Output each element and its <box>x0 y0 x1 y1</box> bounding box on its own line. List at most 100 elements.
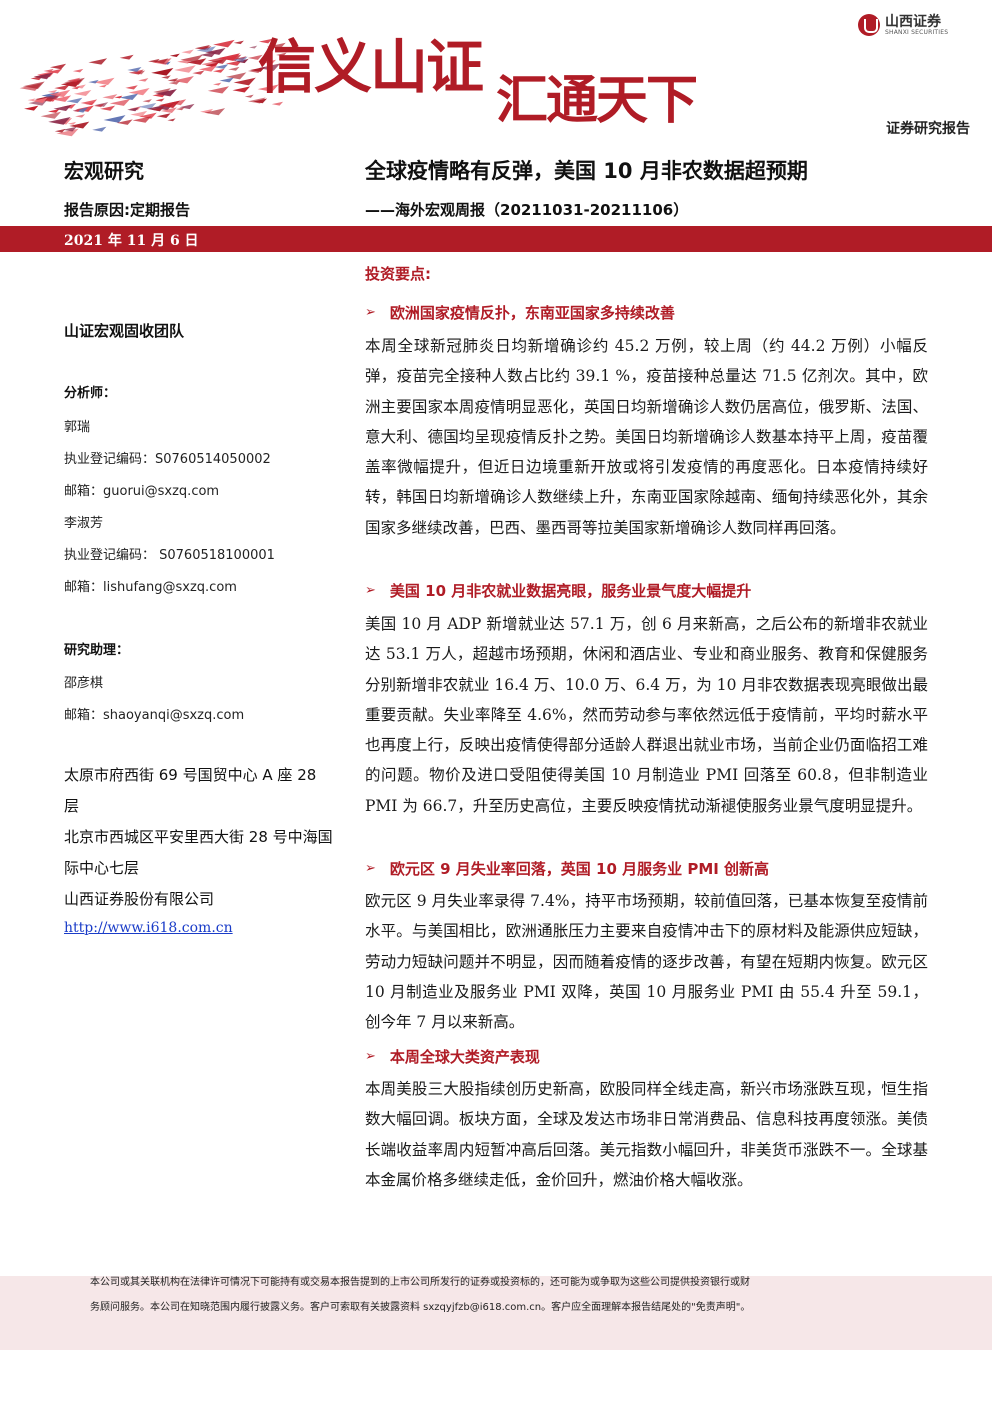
report-reason: 报告原因:定期报告 <box>64 201 190 219</box>
banner-arrow-shape <box>204 108 226 116</box>
banner-arrow-shape <box>160 107 177 113</box>
date-bar <box>0 226 992 252</box>
banner-arrow-shape <box>67 121 77 125</box>
banner-arrow-shape <box>155 89 177 97</box>
banner-arrow-shape <box>109 98 131 106</box>
banner-arrow-shape <box>72 68 84 73</box>
banner-arrow-shape <box>49 89 71 98</box>
disclaimer-line: 务顾问服务。本公司在知晓范围内履行披露义务。客户可索取有关披露资料 sxzqyj… <box>90 1302 751 1313</box>
banner-arrow-shape <box>232 56 248 62</box>
banner-arrow-shape <box>114 95 123 99</box>
banner-arrow-shape <box>119 54 134 60</box>
banner-arrow-shape <box>103 115 126 123</box>
section-heading-text: 本周全球大类资产表现 <box>389 1048 540 1066</box>
banner-arrow-shape <box>138 102 157 110</box>
banner-arrow-shape <box>40 111 62 119</box>
banner-arrow-shape <box>100 105 116 111</box>
banner-arrow-shape <box>174 65 196 73</box>
banner-arrow-shape <box>85 101 95 106</box>
banner-arrow-shape <box>125 85 138 90</box>
banner-arrow-shape <box>50 63 67 70</box>
section-heading: ➢ 美国 10 月非农就业数据亮眼，服务业景气度大幅提升 <box>365 580 751 601</box>
banner-arrow-shape <box>249 45 258 49</box>
banner-arrow-shape <box>211 58 228 64</box>
banner-arrow-shape <box>127 66 142 72</box>
banner-arrow-shape <box>247 67 264 73</box>
banner-arrow-shape <box>167 118 176 122</box>
logo-name-cn: 山西证券 <box>885 13 941 30</box>
banner-arrow-shape <box>72 109 81 112</box>
banner-arrow-shape <box>130 110 148 117</box>
section-body: 本周全球新冠肺炎日均新增确诊约 45.2 万例，较上周（约 44.2 万例）小幅… <box>365 337 928 537</box>
banner-arrow-shape <box>192 70 205 75</box>
report-title: 全球疫情略有反弹，美国 10 月非农数据超预期 <box>365 159 808 183</box>
banner-arrow-shape <box>233 77 256 86</box>
section-heading-text: 欧元区 9 月失业率回落，英国 10 月服务业 PMI 创新高 <box>389 860 770 878</box>
banner-arrow-shape <box>31 97 48 104</box>
analyst-registration: 执业登记编码：S0760514050002 <box>64 452 271 467</box>
assistant-label: 研究助理： <box>64 643 130 658</box>
banner-arrow-shape <box>257 84 279 92</box>
banner-arrow-shape <box>151 107 164 112</box>
banner-arrow-shape <box>62 126 77 132</box>
banner-arrow-shape <box>263 59 276 65</box>
banner-arrow-shape <box>33 72 53 80</box>
banner-arrow-shape <box>48 108 60 113</box>
banner-arrow-shape <box>175 107 185 111</box>
banner-arrow-shape <box>219 77 234 83</box>
address-taiyuan: 太原市府西街 69 号国贸中心 A 座 28 层 <box>64 766 317 815</box>
banner-arrow-shape <box>73 90 92 97</box>
arrow-bullet-icon: ➢ <box>365 305 376 320</box>
banner-arrow-shape <box>161 75 171 79</box>
logo-mark-icon <box>858 14 880 36</box>
banner-arrow-shape <box>27 98 36 102</box>
header-banner-graphic <box>19 38 287 137</box>
banner-arrow-shape <box>207 86 229 94</box>
banner-arrow-shape <box>271 101 284 106</box>
analyst-email[interactable]: 邮箱：lishufang@sxzq.com <box>64 580 237 595</box>
report-type-label: 证券研究报告 <box>886 121 970 137</box>
banner-arrow-shape <box>212 82 222 86</box>
banner-arrow-shape <box>139 112 157 119</box>
banner-arrow-shape <box>172 76 194 84</box>
banner-arrow-shape <box>128 88 150 96</box>
section-body: 本周美股三大股指续创历史新高，欧股同样全线走高，新兴市场涨跌互现，恒生指数大幅回… <box>365 1080 928 1189</box>
banner-arrow-shape <box>199 51 218 58</box>
banner-arrow-shape <box>233 40 244 45</box>
section-heading-text: 欧洲国家疫情反扑，东南亚国家多持续改善 <box>389 304 675 322</box>
analyst-email[interactable]: 邮箱：guorui@sxzq.com <box>64 484 220 499</box>
section-heading: ➢ 本周全球大类资产表现 <box>365 1046 540 1067</box>
analyst-name: 郭瑞 <box>64 420 91 435</box>
banner-arrow-shape <box>247 54 263 60</box>
banner-arrow-shape <box>167 78 179 82</box>
company-website-link[interactable]: http://www.i618.com.cn <box>64 920 233 936</box>
banner-arrow-shape <box>142 99 152 103</box>
banner-arrow-shape <box>88 79 99 84</box>
analyst-label: 分析师： <box>64 386 117 401</box>
banner-arrow-shape <box>181 49 194 54</box>
banner-arrow-shape <box>47 89 58 94</box>
banner-arrow-shape <box>52 95 72 102</box>
disclaimer-line: 本公司或其关联机构在法律许可情况下可能持有或交易本报告提到的上市公司所发行的证券… <box>90 1277 750 1288</box>
banner-arrow-shape <box>93 77 115 86</box>
banner-arrow-shape <box>93 103 105 108</box>
banner-arrow-shape <box>258 63 281 71</box>
banner-arrow-shape <box>98 84 108 88</box>
report-subtitle: ——海外宏观周报（20211031-20211106） <box>365 201 689 219</box>
banner-arrow-shape <box>127 107 139 112</box>
banner-arrow-shape <box>132 116 152 123</box>
section-heading: ➢ 欧洲国家疫情反扑，东南亚国家多持续改善 <box>365 302 675 323</box>
banner-arrow-shape <box>128 69 144 75</box>
banner-arrow-shape <box>48 117 71 125</box>
banner-arrow-shape <box>168 80 181 85</box>
company-name: 山西证券股份有限公司 <box>64 890 215 908</box>
logo-name-en: SHANXI SECURITIES <box>885 28 949 36</box>
banner-arrow-shape <box>53 104 72 111</box>
banner-arrow-shape <box>225 72 247 80</box>
banner-arrow-shape <box>213 39 235 48</box>
assistant-email[interactable]: 邮箱：shaoyanqi@sxzq.com <box>64 708 245 723</box>
banner-arrow-shape <box>276 52 287 57</box>
banner-arrow-shape <box>187 58 207 65</box>
banner-arrow-shape <box>198 65 217 72</box>
section-body: 美国 10 月 ADP 新增就业达 57.1 万，创 6 月来新高，之后公布的新… <box>365 615 928 815</box>
